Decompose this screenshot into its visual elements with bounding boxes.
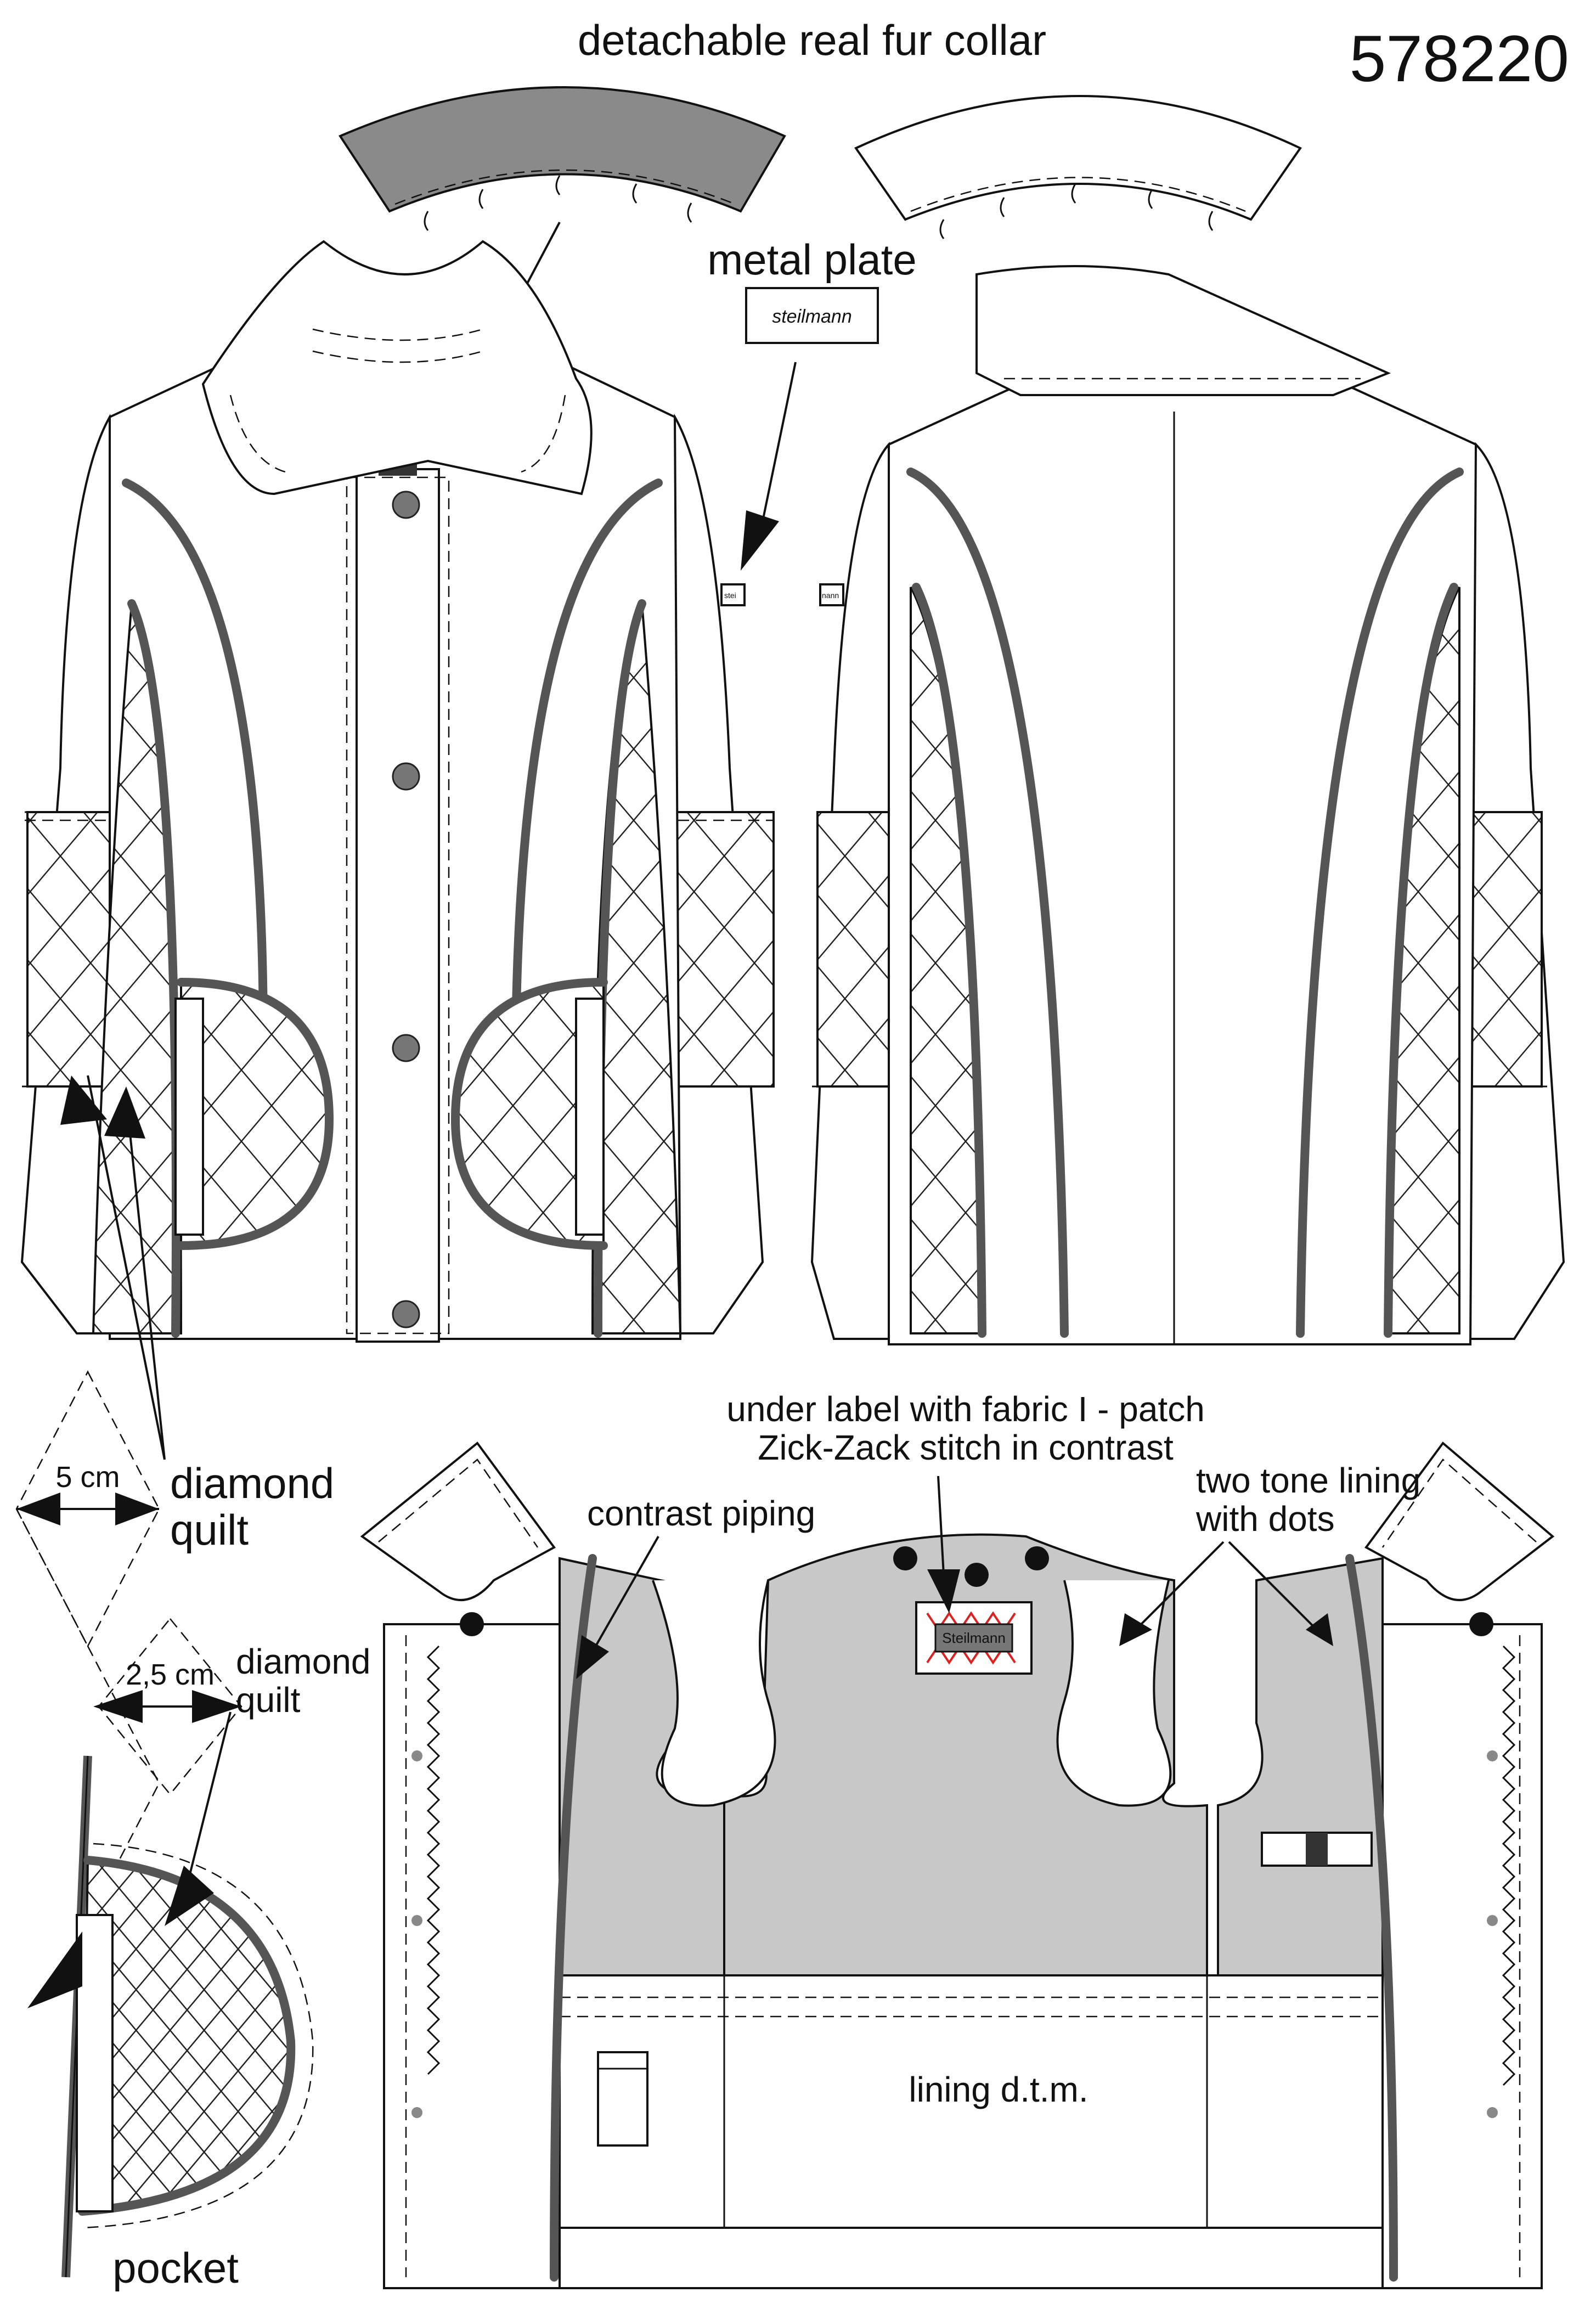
- lining-dtm-label: lining d.t.m.: [909, 2070, 1088, 2109]
- front-left-piping: [122, 478, 268, 1047]
- size-small: 2,5 cm: [126, 1658, 215, 1691]
- metal-plate-label: metal plate: [707, 235, 917, 284]
- diamond-quilt-large-1: diamond: [170, 1459, 334, 1507]
- collar-label: detachable real fur collar: [578, 16, 1046, 64]
- pocket-label: pocket: [112, 2244, 239, 2292]
- back-view: nann: [810, 265, 1565, 1345]
- button: [392, 1034, 420, 1062]
- back-collar: [975, 265, 1391, 396]
- style-number: 578220: [1350, 22, 1569, 95]
- contrast-piping-label: contrast piping: [587, 1494, 815, 1533]
- lining-right-gray: [1217, 1557, 1384, 1976]
- under-label-line-1: under label with fabric I - patch: [726, 1389, 1205, 1429]
- lining-lower: [559, 1974, 1384, 2229]
- front-collar: [201, 240, 593, 495]
- pocket-quilt: [81, 1859, 292, 2213]
- size-large: 5 cm: [55, 1461, 120, 1494]
- diamond-quilt-detail-small: [93, 1618, 242, 1795]
- lining-view: Steilmann: [360, 1441, 1555, 2289]
- sleeve-plate-text-back: nann: [822, 591, 839, 600]
- sleeve-plate-text-front: stei: [724, 591, 736, 600]
- two-tone-line-2: with dots: [1195, 1499, 1335, 1539]
- left-facing: [383, 1623, 561, 2289]
- inner-label-brand: Steilmann: [942, 1630, 1006, 1646]
- fur-collar-light: [854, 95, 1302, 239]
- front-right-piping: [511, 478, 663, 1047]
- lining-right-piping: [1345, 1554, 1398, 2282]
- inner-pocket: [597, 2051, 648, 2147]
- diamond-quilt-detail-large: [15, 1370, 160, 1921]
- sleeve-metal-plate-back: [819, 583, 844, 606]
- diamond-quilt-small-2: quilt: [236, 1680, 301, 1720]
- two-tone-line-1: two tone lining: [1196, 1461, 1420, 1500]
- front-placket: [356, 468, 440, 1343]
- pocket-detail: [27, 1711, 314, 2278]
- diamond-quilt-small-1: diamond: [236, 1642, 371, 1681]
- front-view: stei: [20, 240, 775, 1343]
- fur-collar-dark: [339, 86, 786, 231]
- metal-plate-drawing: [745, 287, 879, 344]
- button: [392, 762, 420, 791]
- button: [392, 1300, 420, 1328]
- pocket-arrow: [27, 1931, 82, 2008]
- diamond-quilt-large-2: quilt: [170, 1506, 249, 1554]
- button: [392, 491, 420, 519]
- under-label-line-2: Zick-Zack stitch in contrast: [758, 1428, 1174, 1467]
- sleeve-metal-plate-front: [720, 583, 746, 606]
- metal-plate-brand: steilmann: [772, 306, 852, 327]
- metal-plate-arrow: [741, 510, 779, 571]
